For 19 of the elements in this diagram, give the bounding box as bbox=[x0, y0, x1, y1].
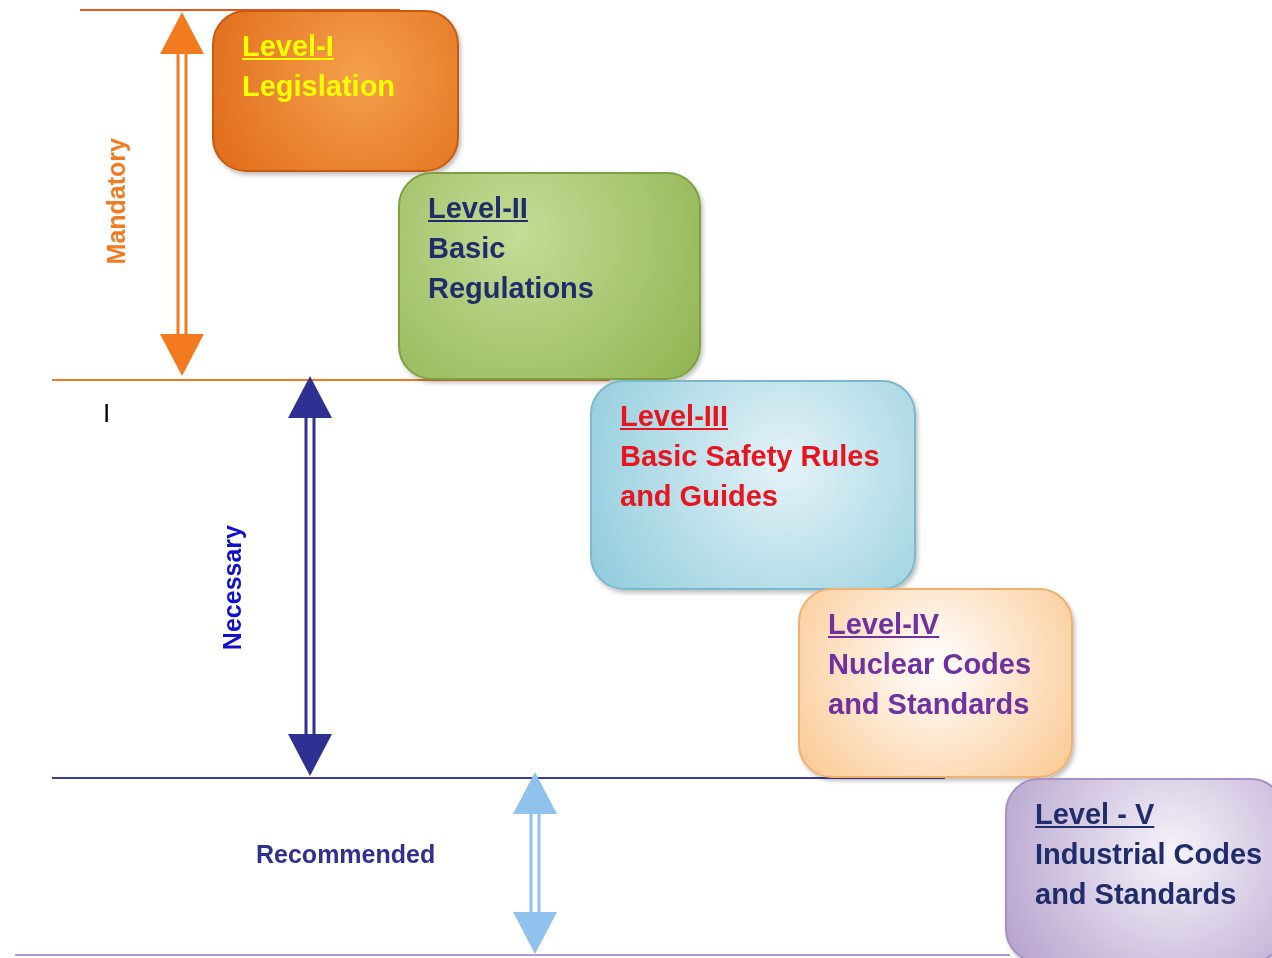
level-title: Basic Regulations bbox=[428, 231, 595, 306]
level-heading: Level-IV bbox=[828, 607, 941, 642]
axis-label: Necessary bbox=[218, 525, 247, 651]
level-title: Industrial Codes and Standards bbox=[1035, 837, 1263, 912]
level-title: Nuclear Codes and Standards bbox=[828, 647, 1033, 722]
level-heading: Level-II bbox=[428, 191, 529, 226]
level-heading: Level-III bbox=[620, 399, 729, 434]
level-heading: Level - V bbox=[1035, 797, 1156, 832]
level-box bbox=[798, 588, 1073, 778]
axis-label: Recommended bbox=[256, 840, 436, 869]
label-text: I bbox=[103, 398, 111, 429]
level-box bbox=[398, 172, 701, 380]
level-box bbox=[1005, 778, 1272, 958]
level-box bbox=[590, 380, 916, 590]
level-heading: Level-I bbox=[242, 29, 335, 64]
level-box bbox=[212, 10, 459, 172]
level-title: Legislation bbox=[242, 69, 397, 104]
axis-label: Mandatory bbox=[102, 138, 131, 265]
level-title: Basic Safety Rules and Guides bbox=[620, 439, 881, 514]
